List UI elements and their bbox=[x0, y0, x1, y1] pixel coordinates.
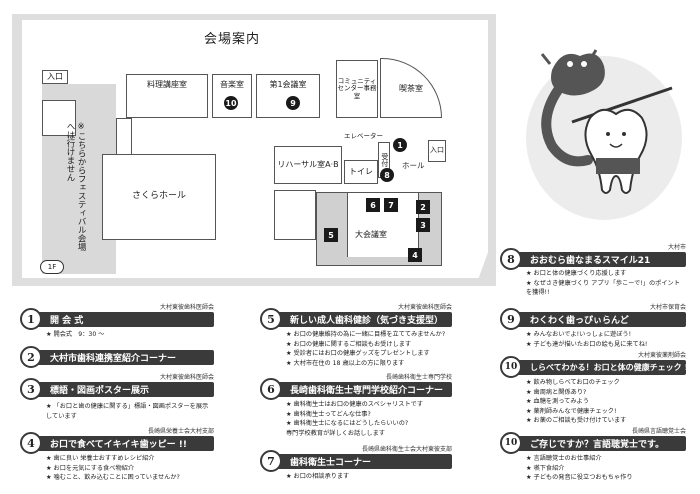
section-10b-item: 嚥下食紹介 bbox=[526, 464, 633, 474]
hall-lobby-label: ホール bbox=[402, 161, 425, 170]
section-8-item: お口と体の健康づくり応援します bbox=[526, 269, 682, 279]
section-8-org: 大村市 bbox=[667, 244, 686, 251]
side-room bbox=[274, 190, 316, 240]
marker-8: 8 bbox=[380, 168, 394, 182]
section-4-item: お口を元気にする食べ物紹介 bbox=[46, 464, 180, 474]
section-8-badge: 8 bbox=[500, 248, 522, 270]
section-3-item: 「お口と歯の健康に関する」標語・図画ポスターを展示しています bbox=[46, 402, 214, 421]
section-10a-org: 大村東彼薬剤師会 bbox=[637, 352, 686, 359]
marker-5: 5 bbox=[324, 228, 338, 242]
room-cooking: 料理講座室 bbox=[126, 74, 208, 118]
section-3-org: 大村東彼歯科医師会 bbox=[159, 374, 214, 381]
room-meeting1: 第1会議室 bbox=[256, 74, 320, 118]
section-1-title: 開 会 式 bbox=[26, 312, 214, 327]
section-10a-item: 歯周病と関係あり? bbox=[526, 388, 626, 398]
section-10-speech: 長崎県言語聴覚士会 10 ご存じですか？言語聴覚士です。 言語聴覚士のお仕事紹介… bbox=[500, 426, 686, 488]
section-4-org: 長崎県栄養士会大村支部 bbox=[147, 428, 214, 435]
entrance-left: 入口 bbox=[42, 70, 68, 84]
section-3-title: 標語・図画ポスター展示 bbox=[26, 382, 214, 397]
section-7-badge: 7 bbox=[260, 450, 282, 472]
section-5-org: 大村東彼歯科医師会 bbox=[397, 304, 452, 311]
section-10b-badge: 10 bbox=[500, 432, 522, 454]
section-7-org: 長崎県歯科衛生士会大村東彼支部 bbox=[361, 446, 452, 453]
section-2-badge: 2 bbox=[20, 346, 42, 368]
section-7-item: お口の相談承ります bbox=[286, 472, 350, 482]
section-6-item: 歯科衛生士はお口の健康のスペシャリストです bbox=[286, 400, 424, 410]
marker-6: 6 bbox=[366, 198, 380, 212]
section-5-item: お口の健康に関するご相談もお受けします bbox=[286, 340, 445, 350]
marker-7: 7 bbox=[384, 198, 398, 212]
section-1-badge: 1 bbox=[20, 308, 42, 330]
section-10a-item: 血糖を測ってみよう bbox=[526, 397, 626, 407]
section-9-item: みんなおいでよ!いっしょに遊ぼう! bbox=[526, 330, 647, 340]
section-6-item: 歯科衛生士ってどんな仕事? bbox=[286, 410, 423, 420]
section-2-title: 大村市歯科連携室紹介コーナー bbox=[26, 350, 214, 365]
elevator-label: エレベーター bbox=[344, 132, 383, 140]
section-4-item: 噛むこと、飲み込むことに困っていませんか? bbox=[46, 473, 180, 483]
marker-2: 2 bbox=[416, 200, 430, 214]
section-7-title: 歯科衛生士コーナー bbox=[266, 454, 452, 469]
section-8-title: おおむら歯なまるスマイル21 bbox=[506, 252, 686, 267]
section-9-title: わくわく歯っぴぃらんど bbox=[506, 312, 686, 327]
marker-4: 4 bbox=[408, 248, 422, 262]
section-10a-item: 飲み物しらべてお口のチェック bbox=[526, 378, 626, 388]
section-5-item: 大村市在住の 18 歳以上の方に限ります bbox=[286, 359, 445, 369]
dragon-and-tooth-mascot-icon bbox=[512, 30, 690, 240]
section-6-item: 歯科衛生士になるにはどうしたらいいの? bbox=[286, 419, 423, 429]
section-5-title: 新しい成人歯科健診（気づき支援型） bbox=[266, 312, 452, 327]
map-title: 会場案内 bbox=[204, 32, 261, 47]
marker-9: 9 bbox=[286, 96, 300, 110]
rehearsal-room: リハーサル室A·B bbox=[274, 146, 342, 184]
section-10b-item: 子どもの発音に役立つおもちゃ作り bbox=[526, 473, 633, 483]
section-10b-title: ご存じですか？言語聴覚士です。 bbox=[506, 436, 686, 451]
section-9-badge: 9 bbox=[500, 308, 522, 330]
section-4: 長崎県栄養士会大村支部 4 お口で食べてイキイキ歯ッピー !! 歯に良い 栄養士… bbox=[20, 426, 214, 490]
section-10-pharmacist: 大村東彼薬剤師会 10 しらべてわかる！お口と体の健康チェック !! 飲み物しら… bbox=[500, 350, 686, 426]
marker-10: 10 bbox=[224, 96, 238, 110]
section-3-badge: 3 bbox=[20, 378, 42, 400]
section-5-item: お口の健康維持の為に一緒に目標を立ててみませんか? bbox=[286, 330, 446, 340]
sakura-hall: さくらホール bbox=[102, 154, 216, 240]
section-6: 長崎歯科衛生士専門学校 6 長崎歯科衛生士専門学校紹介コーナー 歯科衛生士はお口… bbox=[260, 372, 452, 437]
venue-map: 会場案内 入口 料理講座室 音楽室 10 第1会議室 9 コミュニティセンター事… bbox=[12, 14, 496, 286]
marker-1: 1 bbox=[393, 138, 407, 152]
section-9-item: 子ども達が描いたお口の絵も見に来てね! bbox=[526, 340, 648, 350]
section-4-badge: 4 bbox=[20, 432, 42, 454]
entrance-right: 入口 bbox=[428, 140, 446, 162]
section-6-badge: 6 bbox=[260, 378, 282, 400]
section-9: 大村市保育会 9 わくわく歯っぴぃらんど みんなおいでよ!いっしょに遊ぼう! 子… bbox=[500, 302, 686, 348]
section-6-org: 長崎歯科衛生士専門学校 bbox=[385, 374, 452, 381]
section-9-org: 大村市保育会 bbox=[649, 304, 686, 311]
section-6-item: 専門学校教育が詳しくお話しします bbox=[286, 429, 385, 437]
section-4-item: 歯に良い 栄養士おすすめレシピ紹介 bbox=[46, 454, 180, 464]
floor-badge: 1F bbox=[40, 260, 64, 274]
section-10a-title: しらべてわかる！お口と体の健康チェック !! bbox=[506, 360, 686, 375]
left-room bbox=[42, 100, 76, 136]
section-1-org: 大村東彼歯科医師会 bbox=[159, 304, 214, 311]
section-2: 2 大村市歯科連携室紹介コーナー bbox=[20, 346, 214, 368]
section-10b-org: 長崎県言語聴覚士会 bbox=[631, 428, 686, 435]
festival-note: ※こちらからフェスティバル会場へは行けません bbox=[65, 122, 87, 251]
section-8-item: なぜさき健康づくり アプリ「歩こーで!」のポイントを獲得!! bbox=[526, 279, 682, 298]
section-1-item: 開会式 9：30 ～ bbox=[46, 330, 105, 340]
section-1: 大村東彼歯科医師会 1 開 会 式 開会式 9：30 ～ bbox=[20, 302, 214, 338]
section-10a-item: お薬のご相談も受け付けています bbox=[526, 416, 627, 426]
section-10a-item: 薬剤師みんなで健康チェック! bbox=[526, 407, 626, 417]
toilet: トイレ bbox=[344, 160, 378, 184]
room-community-office: コミュニティセンター事務室 bbox=[336, 60, 378, 118]
section-5: 大村東彼歯科医師会 5 新しい成人歯科健診（気づき支援型） お口の健康維持の為に… bbox=[260, 302, 452, 369]
section-5-item: 受診者にはお口の健康グッズをプレゼントします bbox=[286, 349, 445, 359]
section-3: 大村東彼歯科医師会 3 標語・図画ポスター展示 「お口と歯の健康に関する」標語・… bbox=[20, 372, 214, 422]
main-meeting-label: 大会議室 bbox=[355, 230, 387, 239]
section-10b-item: 言語聴覚士のお仕事紹介 bbox=[526, 454, 633, 464]
section-5-badge: 5 bbox=[260, 308, 282, 330]
section-6-title: 長崎歯科衛生士専門学校紹介コーナー bbox=[266, 382, 452, 397]
section-4-title: お口で食べてイキイキ歯ッピー !! bbox=[26, 436, 214, 451]
section-7: 長崎県歯科衛生士会大村東彼支部 7 歯科衛生士コーナー お口の相談承ります bbox=[260, 444, 452, 484]
marker-3: 3 bbox=[416, 218, 430, 232]
section-8: 大村市 8 おおむら歯なまるスマイル21 お口と体の健康づくり応援します なぜさ… bbox=[500, 242, 686, 296]
section-10a-badge: 10 bbox=[500, 356, 522, 378]
